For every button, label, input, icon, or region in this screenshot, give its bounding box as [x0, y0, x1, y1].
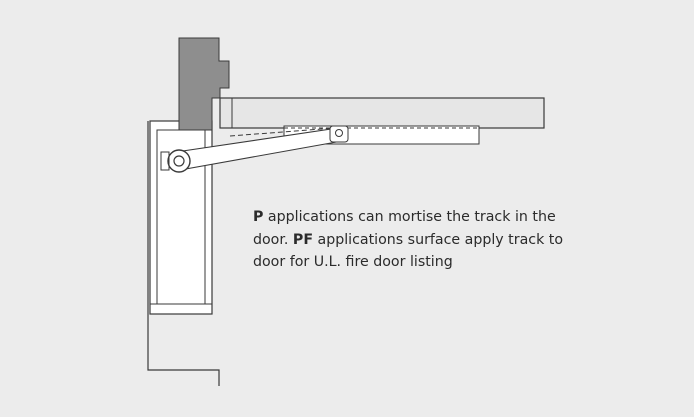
- door-panel: [219, 97, 545, 129]
- caption-text: P applications can mortise the track in …: [253, 206, 593, 274]
- arm-dashed-path: [229, 127, 336, 137]
- caption-line-b: applications surface apply track to door…: [253, 231, 564, 271]
- slider-pin: [335, 129, 343, 137]
- pinion-inner: [173, 155, 185, 167]
- caption-pf-code: PF: [292, 231, 314, 248]
- pinion-bracket: [160, 151, 170, 171]
- caption-p-code: P: [253, 209, 264, 225]
- caption-line-a: applications can mortise the track in th…: [253, 209, 556, 248]
- frame-stop-profile: [178, 37, 230, 131]
- wall-outline: [147, 121, 220, 386]
